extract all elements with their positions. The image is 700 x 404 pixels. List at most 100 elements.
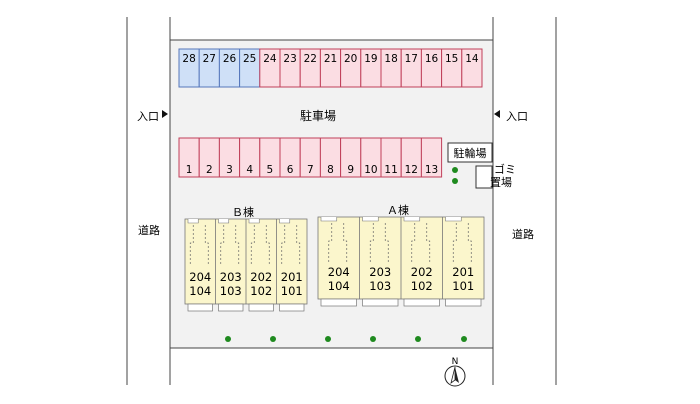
building-a-label: Ａ棟 xyxy=(387,203,409,217)
unit-balcony xyxy=(218,303,244,312)
parking-space-number: 22 xyxy=(304,53,317,65)
unit-interior-outline xyxy=(369,223,389,263)
tree-icon xyxy=(370,336,376,342)
unit-entry-notch xyxy=(403,217,421,222)
parking-space-number: 16 xyxy=(425,53,439,65)
unit-number-upper: 204 xyxy=(189,270,211,284)
parking-space-number: 5 xyxy=(267,164,274,176)
tree-icon xyxy=(461,336,467,342)
unit-balcony xyxy=(248,303,274,312)
unit-balcony xyxy=(403,298,440,307)
parking-space-number: 4 xyxy=(246,164,253,176)
parking-space-number: 17 xyxy=(405,53,418,65)
unit-balcony xyxy=(187,303,213,312)
tree-icon xyxy=(270,336,276,342)
parking-space-number: 21 xyxy=(324,53,337,65)
parking-space xyxy=(461,48,483,88)
unit-interior-outline xyxy=(452,223,472,263)
unit-entry-notch xyxy=(445,217,462,222)
unit-number-lower: 102 xyxy=(411,279,433,293)
north-label: N xyxy=(452,357,459,367)
unit-interior-outline xyxy=(411,223,431,263)
parking-space-number: 19 xyxy=(364,53,377,65)
bicycle-parking-label: 駐輪場 xyxy=(454,146,487,160)
unit-number-lower: 101 xyxy=(281,284,303,298)
unit-entry-notch xyxy=(187,219,199,224)
parking-space-number: 1 xyxy=(186,164,193,176)
trees xyxy=(225,167,467,342)
unit-number-upper: 201 xyxy=(452,265,474,279)
entrance-left-arrow-icon xyxy=(162,110,168,118)
unit-entry-notch xyxy=(362,217,379,222)
parking-space-number: 3 xyxy=(226,164,233,176)
parking-space-number: 7 xyxy=(307,164,314,176)
parking-row-top: 28 27 26 25 24 23 22 21 20 19 18 17 16 15 14 xyxy=(178,48,483,88)
parking-space xyxy=(420,137,443,178)
parking-space-number: 23 xyxy=(283,53,296,65)
unit-balcony xyxy=(279,303,305,312)
unit-number-upper: 202 xyxy=(250,270,272,284)
unit-interior-outline xyxy=(328,223,348,263)
parking-label: 駐車場 xyxy=(300,108,336,123)
entrance-right-arrow-icon xyxy=(494,110,500,118)
garbage-area-box xyxy=(475,165,493,189)
garbage-label-line2: 置場 xyxy=(490,176,512,189)
parking-space-number: 25 xyxy=(243,53,256,65)
parking-space-number: 13 xyxy=(425,164,438,176)
unit-entry-notch xyxy=(218,219,230,224)
parking-space-number: 10 xyxy=(364,164,377,176)
unit-interior-outline xyxy=(281,225,301,265)
entrance-left-label: 入口 xyxy=(137,110,159,123)
tree-icon xyxy=(225,336,231,342)
unit-balcony xyxy=(362,298,399,307)
unit-number-upper: 204 xyxy=(328,265,350,279)
parking-space-number: 15 xyxy=(445,53,458,65)
parking-space-number: 26 xyxy=(223,53,237,65)
unit-number-lower: 102 xyxy=(250,284,272,298)
unit-number-lower: 104 xyxy=(189,284,211,298)
unit-number-upper: 203 xyxy=(220,270,242,284)
tree-icon xyxy=(415,336,421,342)
parking-space-number: 14 xyxy=(465,53,479,65)
garbage-label-line1: ゴミ xyxy=(494,162,516,176)
parking-space-number: 27 xyxy=(203,53,216,65)
unit-number-lower: 103 xyxy=(220,284,242,298)
unit-entry-notch xyxy=(248,219,260,224)
road-left-label: 道路 xyxy=(138,223,160,237)
parking-space-number: 6 xyxy=(287,164,294,176)
unit-number-lower: 104 xyxy=(328,279,350,293)
parking-space-number: 9 xyxy=(347,164,354,176)
parking-space-number: 12 xyxy=(405,164,418,176)
parking-space-number: 11 xyxy=(384,164,397,176)
unit-entry-notch xyxy=(279,219,291,224)
tree-icon xyxy=(452,178,458,184)
building-b-label: Ｂ棟 xyxy=(232,205,254,219)
unit-number-upper: 202 xyxy=(411,265,433,279)
unit-number-lower: 101 xyxy=(452,279,474,293)
entrance-right-label: 入口 xyxy=(506,110,528,123)
unit-number-upper: 203 xyxy=(369,265,391,279)
unit-number-lower: 103 xyxy=(369,279,391,293)
unit-number-upper: 201 xyxy=(281,270,303,284)
parking-space-number: 2 xyxy=(206,164,213,176)
parking-space-number: 8 xyxy=(327,164,334,176)
unit-entry-notch xyxy=(320,217,338,222)
tree-icon xyxy=(325,336,331,342)
parking-space-number: 20 xyxy=(344,53,357,65)
unit-interior-outline xyxy=(189,225,209,265)
parking-space-number: 28 xyxy=(182,53,195,65)
parking-space-number: 24 xyxy=(263,53,277,65)
parking-space-number: 18 xyxy=(384,53,397,65)
road-right-label: 道路 xyxy=(512,227,534,241)
tree-icon xyxy=(452,167,458,173)
unit-interior-outline xyxy=(220,225,240,265)
unit-interior-outline xyxy=(250,225,270,265)
unit-balcony xyxy=(445,298,482,307)
unit-balcony xyxy=(320,298,357,307)
bicycle-parking-box xyxy=(447,142,493,163)
